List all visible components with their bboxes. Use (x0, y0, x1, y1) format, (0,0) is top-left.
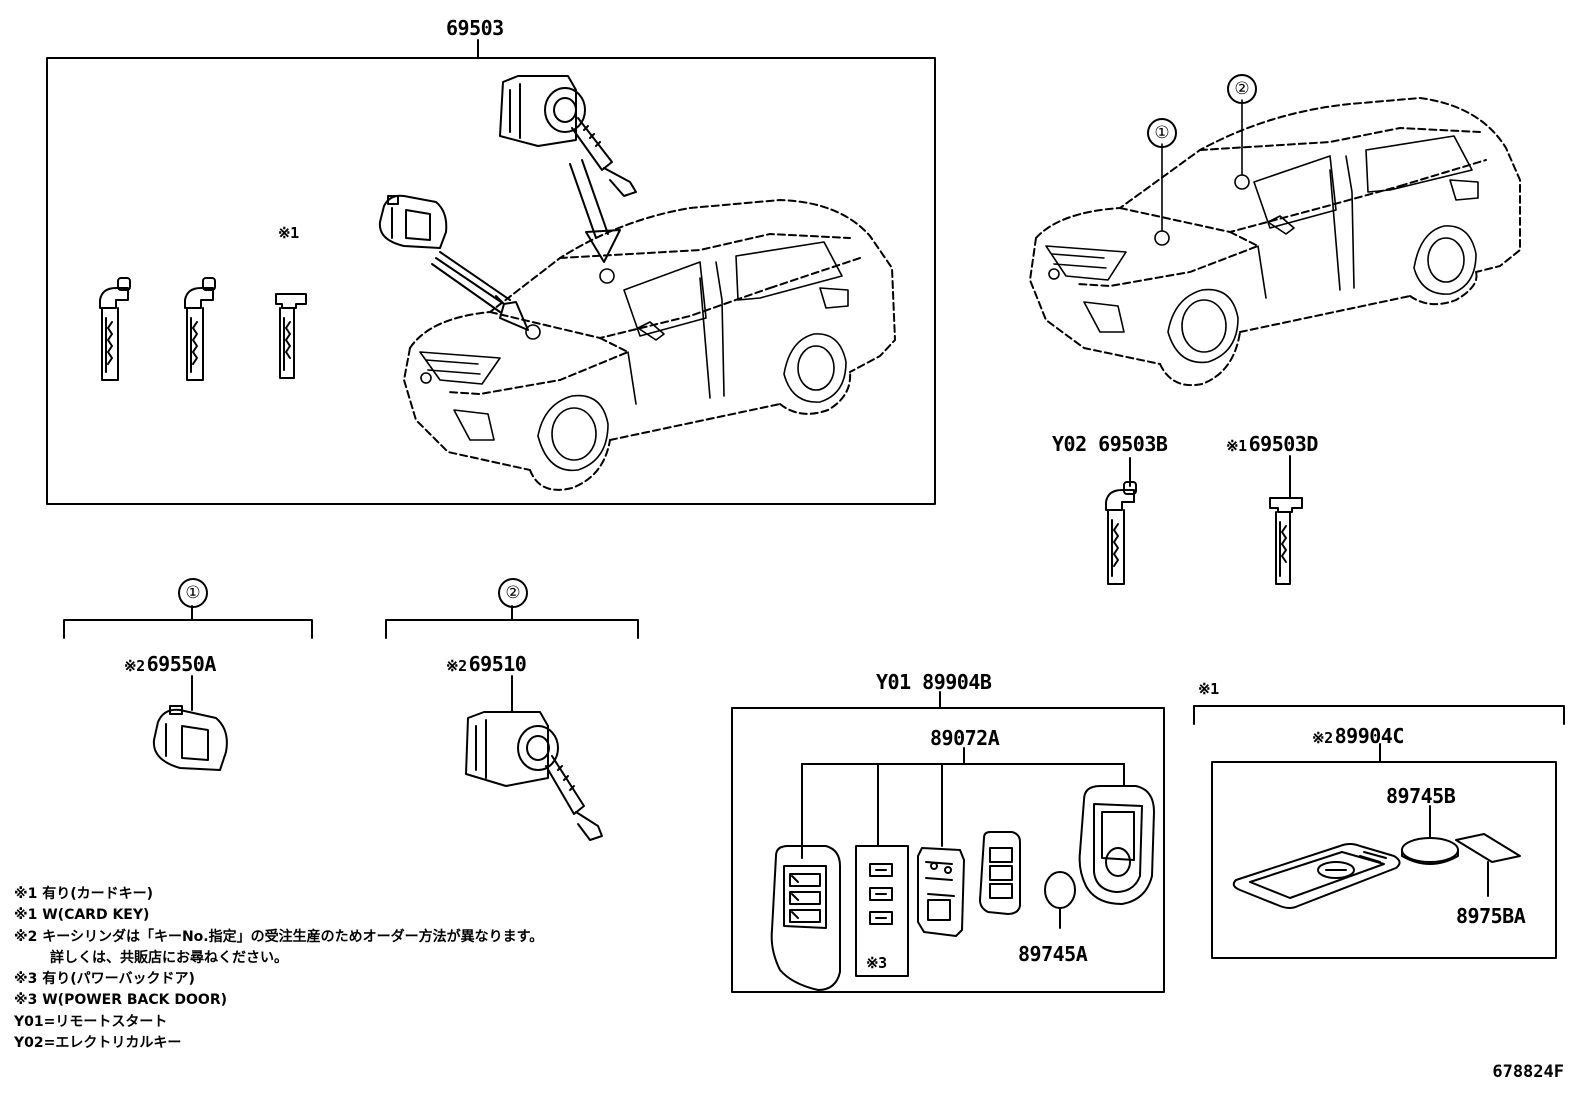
vehicle-detail-left (419, 241, 849, 472)
vehicle-detail-right (1045, 135, 1479, 364)
key-fob-case-icon (1078, 785, 1155, 905)
key-icon (99, 277, 131, 381)
card-set-mark: ※1 (1198, 680, 1219, 698)
vehicle-outline-left (403, 199, 896, 491)
callout-two: ② (498, 578, 528, 608)
key-card-mark: ※1 (278, 224, 299, 242)
key-card-blade-icon (1269, 455, 1303, 585)
footnote: 詳しくは、共販店にお尋ねください。 (50, 949, 288, 966)
remote-set-label: Y01 89904B (876, 670, 992, 694)
footnote: ※3 有り(パワーバックドア) (14, 971, 195, 988)
door-lock-cylinder-icon (152, 675, 228, 771)
key-d-mark: ※1 (1226, 437, 1247, 455)
group-bracket-one (63, 605, 313, 639)
key-card-cover-icon (1455, 833, 1521, 897)
main-assembly-box (46, 39, 936, 505)
button-mark: ※3 (866, 954, 887, 972)
arrow-icon (431, 159, 621, 331)
key-y02-label: Y02 69503B (1052, 432, 1168, 456)
cylinder-b-mark: ※2 (446, 657, 467, 675)
remote-set-box (731, 691, 1165, 993)
footnotes: ※1 有り(カードキー) ※1 W(CARD KEY) ※2 キーシリンダは「キ… (14, 884, 543, 1054)
card-set-number: 89904C (1334, 724, 1405, 748)
footnote: ※3 W(POWER BACK DOOR) (14, 992, 227, 1009)
footnote: ※2 キーシリンダは「キーNo.指定」の受注生産のためオーダー方法が異なります。 (14, 928, 544, 945)
transmitter-label: 89072A (930, 726, 1000, 750)
group-bracket-two (385, 605, 639, 639)
smart-key-fob-icon (770, 845, 841, 991)
footnote: Y02=エレクトリカルキー (14, 1035, 182, 1052)
card-set-inner-mark: ※2 (1312, 729, 1333, 747)
cylinder-a-number: 69550A (146, 652, 217, 676)
vehicle-outline-right (1029, 97, 1521, 386)
footnote: ※1 W(CARD KEY) (14, 907, 150, 924)
diagram-code: 678824F (1492, 1062, 1564, 1082)
callout-two-right: ② (1227, 74, 1257, 104)
callout-one-right: ① (1147, 118, 1177, 148)
footnote: ※1 有り(カードキー) (14, 886, 154, 902)
callout-leader (1161, 99, 1243, 232)
battery-a-label: 89745A (1018, 942, 1088, 966)
card-case-label: 8975BA (1456, 904, 1526, 928)
footnote: Y01=リモートスタート (14, 1013, 168, 1030)
cylinder-a-mark: ※2 (124, 657, 145, 675)
rubber-button-pad-icon (979, 831, 1021, 915)
coin-battery-icon (1401, 805, 1459, 865)
card-key-set-box (1211, 743, 1557, 959)
ignition-switch-icon (465, 675, 603, 841)
door-lock-cylinder-icon (378, 194, 448, 249)
main-assembly-label: 69503 (446, 16, 504, 40)
key-icon (1105, 457, 1137, 585)
cylinder-b-number: 69510 (468, 652, 527, 676)
card-key-bracket (1193, 705, 1565, 725)
coin-battery-icon (1044, 871, 1076, 929)
key-d-number: 69503D (1248, 432, 1319, 456)
button-set-icon (855, 845, 909, 977)
circuit-board-icon (917, 847, 965, 937)
key-icon (184, 277, 216, 381)
card-key-icon (1232, 843, 1401, 909)
key-card-blade-icon (275, 293, 307, 379)
callout-one: ① (178, 578, 208, 608)
battery-b-label: 89745B (1386, 784, 1456, 808)
ignition-switch-icon (499, 75, 637, 197)
